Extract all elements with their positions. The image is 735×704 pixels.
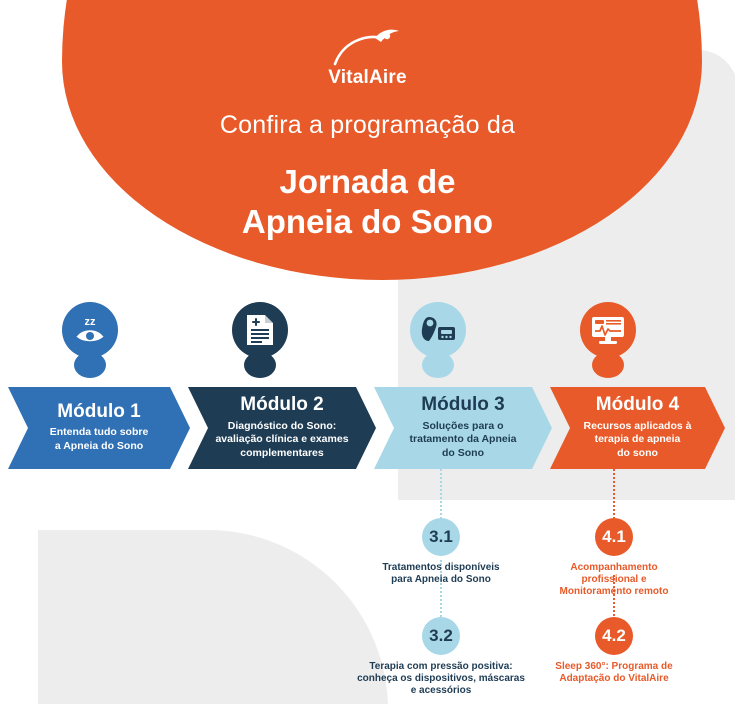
module-desc-line: tratamento da Apneia [409,433,517,446]
module-desc-line: complementares [240,447,324,460]
headline-title-line2: Apneia do Sono [241,203,494,241]
module-desc-line: Recursos aplicados à [583,419,692,432]
module-desc-line: Diagnóstico do Sono: [227,419,337,432]
cpap-machine-mask-icon [410,302,466,358]
module-title: Módulo 2 [240,393,324,415]
subitem-text-line: para Apneia do Sono [391,574,491,586]
module-desc-line: do Sono [442,447,484,460]
subitem-text-line: Sleep 360°: Programa de [555,661,673,672]
module-description: Recursos aplicados à terapia de apneia d… [584,420,692,462]
subitem-text: Tratamentos disponíveis para Apneia do S… [341,562,541,586]
module-desc-line: a Apneia do Sono [54,440,144,453]
monitor-waveform-icon [580,302,636,358]
subitem-text-line: Monitoramento remoto [559,586,669,598]
vitalaire-arc-icon [333,29,399,66]
module-desc-line: Entenda tudo sobre [49,426,149,439]
subitem-text-line: Tratamentos disponíveis [382,562,500,573]
subitem-text-line: Terapia com pressão positiva: [369,661,513,672]
module-title: Módulo 1 [57,400,141,422]
medical-document-icon [232,302,288,358]
subitem-text-line: Acompanhamento [570,562,658,573]
subitem-text: Terapia com pressão positiva: conheça os… [341,661,541,698]
subitem-text: Sleep 360°: Programa de Adaptação do Vit… [514,661,714,685]
module-desc-line: avaliação clínica e exames [215,433,349,446]
module-card-2[interactable]: Módulo 2 Diagnóstico do Sono: avaliação … [188,387,376,469]
subitem-text-line: Adaptação do VitalAire [559,673,669,685]
module-desc-line: Soluções para o [422,419,504,432]
background-shape-gray-bottom [38,530,388,704]
headline-block: Confira a programação da Jornada de Apne… [0,110,735,243]
module-pin-4 [580,302,636,378]
subitem-3-2[interactable]: 3.2 Terapia com pressão positiva: conheç… [341,617,541,698]
connector-4-1-to-4-2 [613,575,615,623]
subitem-number-badge: 3.2 [422,617,460,655]
module-title: Módulo 3 [421,393,505,415]
subitem-number-badge: 3.1 [422,518,460,556]
sleeping-eye-zz-icon: zz [62,302,118,358]
subitem-4-1[interactable]: 4.1 Acompanhamento profissional e Monito… [514,518,714,599]
connector-3-to-3-1 [440,469,442,519]
subitem-number-badge: 4.1 [595,518,633,556]
module-description: Entenda tudo sobre a Apneia do Sono [50,426,149,454]
subitem-number-badge: 4.2 [595,617,633,655]
subitem-text-line: profissional e [581,574,647,586]
headline-title-line1: Jornada de [279,163,456,200]
module-pin-3 [410,302,466,378]
module-desc-line: do sono [617,447,658,460]
subitem-text-line: conheça os dispositivos, máscaras [357,673,525,685]
brand-logo: VitalAire [0,28,735,89]
subitem-text: Acompanhamento profissional e Monitorame… [514,562,714,599]
subitem-4-2[interactable]: 4.2 Sleep 360°: Programa de Adaptação do… [514,617,714,685]
connector-3-1-to-3-2 [440,560,442,620]
subitem-text-line: e acessórios [410,685,472,697]
module-desc-line: terapia de apneia [594,433,681,446]
headline-kicker: Confira a programação da [219,111,516,139]
module-pin-2 [232,302,288,378]
module-description: Soluções para o tratamento da Apneia do … [410,420,517,462]
module-title: Módulo 4 [595,393,680,415]
subitem-3-1[interactable]: 3.1 Tratamentos disponíveis para Apneia … [341,518,541,586]
connector-4-to-4-1 [613,469,615,519]
module-card-4[interactable]: Módulo 4 Recursos aplicados à terapia de… [550,387,725,469]
module-track: Módulo 1 Entenda tudo sobre a Apneia do … [8,387,727,469]
module-description: Diagnóstico do Sono: avaliação clínica e… [215,420,348,462]
module-card-1[interactable]: Módulo 1 Entenda tudo sobre a Apneia do … [8,387,190,469]
module-pin-1: zz [62,302,118,378]
module-card-3[interactable]: Módulo 3 Soluções para o tratamento da A… [374,387,552,469]
svg-text:zz: zz [85,316,97,328]
logo-wordmark: VitalAire [328,67,407,88]
